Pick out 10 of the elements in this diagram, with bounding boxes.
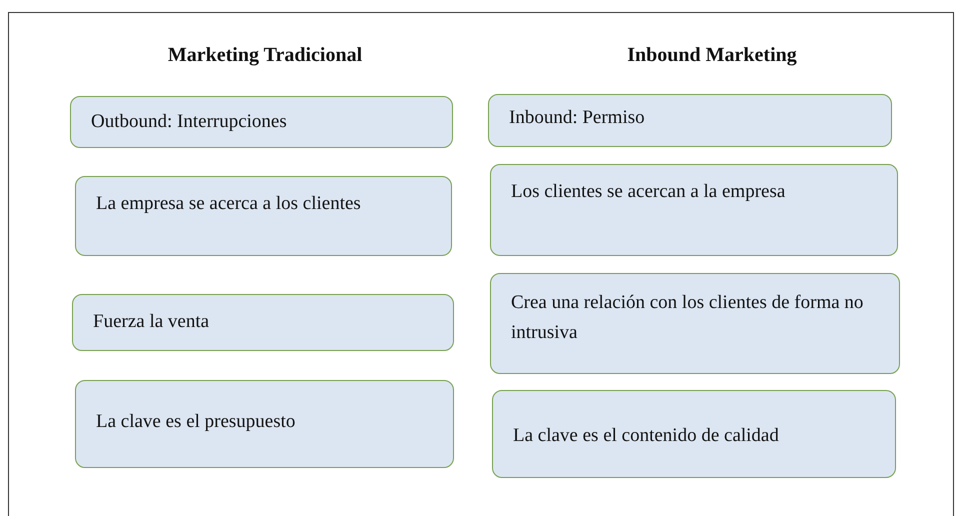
text-box: Outbound: Interrupciones — [70, 96, 453, 148]
column-heading: Inbound Marketing — [627, 44, 797, 67]
text-box: Los clientes se acercan a la empresa — [490, 164, 898, 256]
text-box: Crea una relación con los clientes de forma no intrusiva — [490, 273, 900, 374]
text-box: La empresa se acerca a los clientes — [75, 176, 452, 256]
text-box: Fuerza la venta — [72, 294, 454, 351]
text-box: Inbound: Permiso — [488, 94, 892, 147]
column-heading: Marketing Tradicional — [168, 44, 362, 67]
text-box: La clave es el presupuesto — [75, 380, 454, 468]
text-box: La clave es el contenido de calidad — [492, 390, 896, 478]
